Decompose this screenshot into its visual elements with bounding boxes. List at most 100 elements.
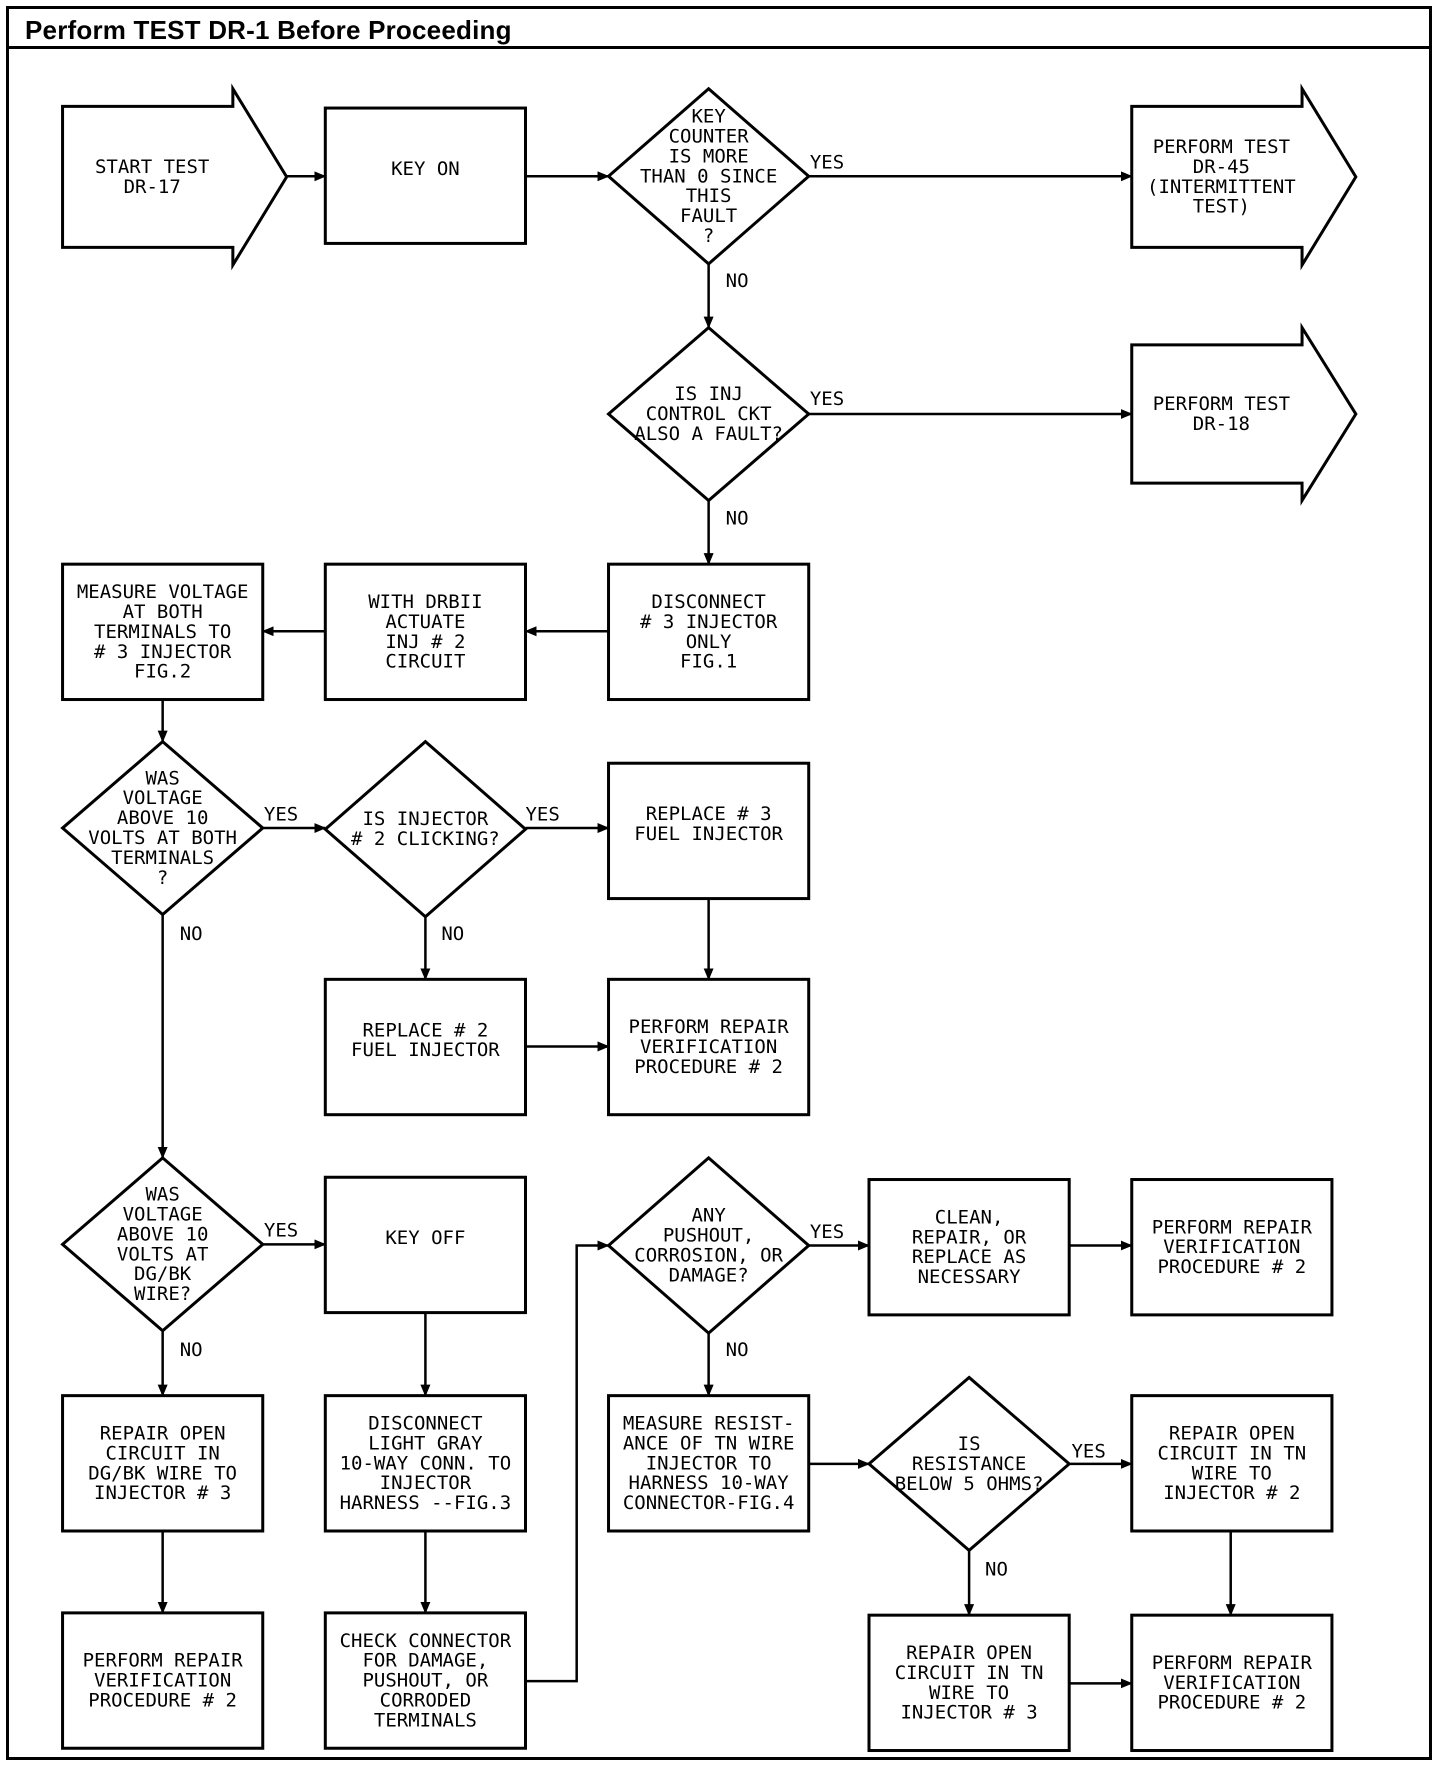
node-text-line: FUEL INJECTOR — [351, 1039, 500, 1061]
node-text-line: AT BOTH — [123, 601, 203, 623]
node-text-line: WIRE TO — [1192, 1462, 1272, 1484]
node-n-keyoff: KEY OFF — [323, 1175, 527, 1315]
edge-label-no: NO — [726, 508, 749, 530]
node-text-line: WITH DRBII — [368, 591, 482, 613]
node-text-line: IS — [958, 1433, 981, 1455]
node-text-line: CONTROL CKT — [646, 403, 772, 425]
node-text-line: # 3 INJECTOR — [640, 611, 778, 633]
node-text-line: LIGHT GRAY — [368, 1432, 483, 1454]
node-text-line: DR-45 — [1193, 156, 1250, 178]
node-text-line: VOLTS AT — [117, 1243, 209, 1265]
node-d-click: IS INJECTOR# 2 CLICKING? — [323, 739, 528, 919]
edge-label-yes: YES — [810, 1221, 844, 1243]
node-text-line: THAN 0 SINCE — [640, 165, 777, 187]
edge-label-yes: YES — [810, 152, 844, 174]
node-text-line: WAS — [145, 767, 179, 789]
node-text-line: DG/BK — [134, 1263, 192, 1285]
node-text-line: DG/BK WIRE TO — [88, 1462, 237, 1484]
edge-label-no: NO — [180, 923, 203, 945]
process-box — [607, 562, 811, 702]
edge-label-no: NO — [726, 270, 749, 292]
process-box — [1130, 1394, 1334, 1533]
node-text-line: PERFORM TEST — [1153, 136, 1290, 158]
node-text-line: ONLY — [686, 631, 732, 653]
node-text-line: TERMINALS — [374, 1709, 477, 1731]
edge-n_check-to-d_pushout — [525, 1240, 610, 1683]
node-text-line: VOLTS AT BOTH — [88, 827, 237, 849]
node-text-line: PERFORM REPAIR — [83, 1650, 244, 1672]
node-text-line: KEY ON — [391, 158, 460, 180]
process-box — [607, 977, 811, 1117]
decision-diamond — [866, 1375, 1072, 1553]
node-text-line: PROCEDURE # 2 — [634, 1056, 783, 1078]
node-text-line: PROCEDURE # 2 — [1157, 1256, 1306, 1278]
node-text-line: HARNESS --FIG.3 — [340, 1492, 512, 1514]
node-text-line: ANCE OF TN WIRE — [623, 1432, 795, 1454]
process-box — [61, 1611, 265, 1750]
node-text-line: REPAIR OPEN — [906, 1642, 1032, 1664]
decision-diamond — [60, 739, 266, 917]
edge-label-no: NO — [441, 923, 464, 945]
node-text-line: 10-WAY CONN. TO — [340, 1452, 512, 1474]
node-text-line: VERIFICATION — [640, 1036, 777, 1058]
node-text-line: REPLACE # 3 — [646, 803, 772, 825]
node-text-line: FUEL INJECTOR — [634, 823, 783, 845]
node-text-line: VOLTAGE — [123, 1204, 203, 1226]
edge-label-no: NO — [180, 1339, 203, 1361]
node-text-line: PERFORM REPAIR — [1152, 1652, 1313, 1674]
node-text-line: TERMINALS — [111, 847, 214, 869]
edge-label-no: NO — [985, 1559, 1008, 1581]
process-box — [323, 1611, 527, 1750]
node-text-line: VOLTAGE — [123, 787, 203, 809]
node-text-line: MEASURE VOLTAGE — [77, 581, 249, 603]
node-text-line: DISCONNECT — [651, 591, 765, 613]
terminal-arrow — [61, 83, 289, 271]
node-text-line: DR-18 — [1193, 413, 1250, 435]
process-box — [61, 1394, 265, 1533]
node-text-line: VERIFICATION — [1163, 1236, 1300, 1258]
node-text-line: INJECTOR # 2 — [1163, 1482, 1300, 1504]
node-text-line: INJ # 2 — [385, 631, 465, 653]
node-text-line: ABOVE 10 — [117, 1223, 209, 1245]
node-text-line: CIRCUIT — [385, 651, 465, 673]
node-text-line: REPLACE # 2 — [362, 1019, 488, 1041]
process-box — [323, 106, 527, 245]
node-text-line: PROCEDURE # 2 — [88, 1689, 237, 1711]
node-text-line: INJECTOR # 3 — [900, 1702, 1037, 1724]
node-text-line: PROCEDURE # 2 — [1157, 1692, 1306, 1714]
node-text-line: # 2 CLICKING? — [351, 828, 500, 850]
node-text-line: REPAIR, OR — [912, 1226, 1027, 1248]
node-text-line: WIRE TO — [929, 1682, 1009, 1704]
node-text-line: TEST) — [1193, 196, 1250, 218]
node-text-line: FAULT — [680, 205, 737, 227]
node-n-keyon: KEY ON — [323, 106, 527, 245]
terminal-arrow — [1130, 322, 1358, 506]
process-box — [323, 1394, 527, 1533]
node-text-line: RESISTANCE — [912, 1453, 1026, 1475]
node-text-line: DR-17 — [124, 176, 181, 198]
node-text-line: THIS — [686, 185, 732, 207]
node-text-line: CHECK CONNECTOR — [340, 1630, 512, 1652]
node-text-line: INJECTOR # 3 — [94, 1482, 231, 1504]
node-text-line: CONNECTOR-FIG.4 — [623, 1492, 795, 1514]
process-box — [323, 977, 527, 1117]
process-box — [1130, 1178, 1334, 1317]
node-text-line: CLEAN, — [935, 1206, 1004, 1228]
